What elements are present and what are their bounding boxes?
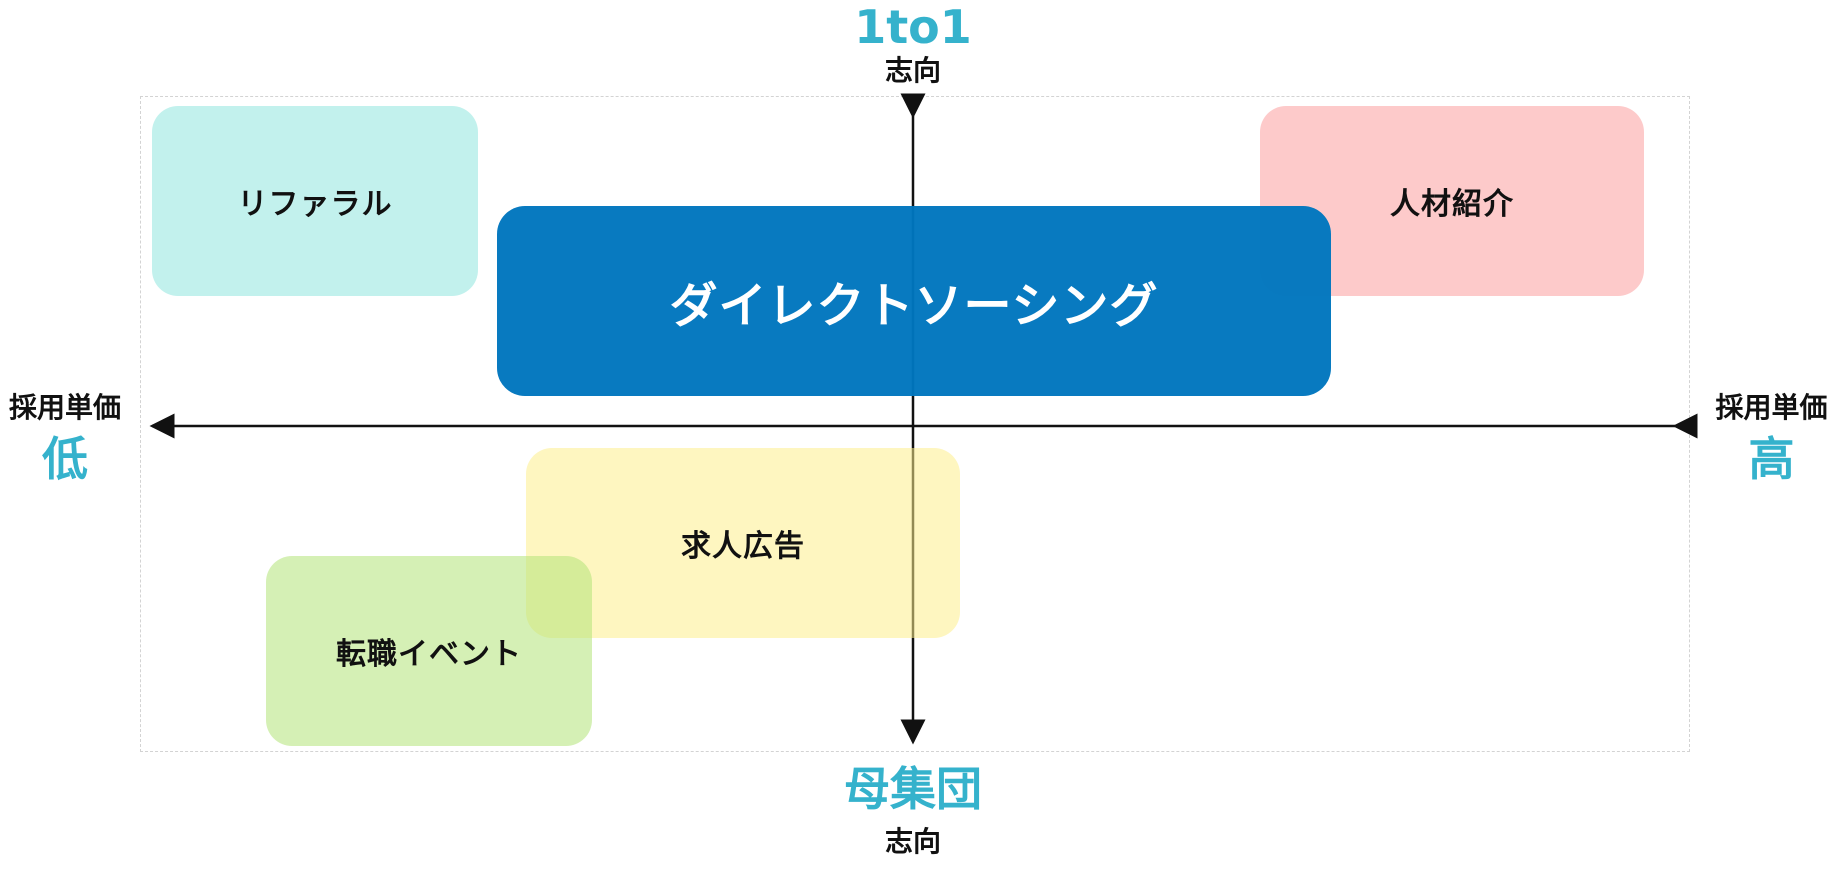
right-axis-emphasis: 高 <box>1748 432 1795 486</box>
right-axis-label: 採用単価 高 <box>1706 386 1837 488</box>
direct-sourcing-box: ダイレクトソーシング <box>497 206 1331 396</box>
career-event-label: 転職イベント <box>336 637 522 672</box>
bottom-axis-suffix: 志向 <box>884 825 941 858</box>
right-axis-prefix: 採用単価 <box>1715 391 1828 424</box>
top-axis-suffix: 志向 <box>884 54 941 87</box>
job-ad-box: 求人広告 <box>526 448 960 638</box>
left-axis-label: 採用単価 低 <box>0 386 130 488</box>
top-axis-label: 1to1 志向 <box>813 0 1013 88</box>
top-axis-emphasis: 1to1 <box>854 0 972 54</box>
bottom-axis-label: 母集団 志向 <box>813 756 1013 862</box>
left-axis-prefix: 採用単価 <box>8 391 121 424</box>
job-ad-label: 求人広告 <box>681 529 805 564</box>
referral-label: リファラル <box>237 187 393 222</box>
agency-label: 人材紹介 <box>1390 187 1514 222</box>
direct-sourcing-label: ダイレクトソーシング <box>669 278 1159 334</box>
left-axis-emphasis: 低 <box>42 432 88 486</box>
referral-box: リファラル <box>152 106 478 296</box>
bottom-axis-emphasis: 母集団 <box>844 762 982 816</box>
career-event-box: 転職イベント <box>266 556 592 746</box>
